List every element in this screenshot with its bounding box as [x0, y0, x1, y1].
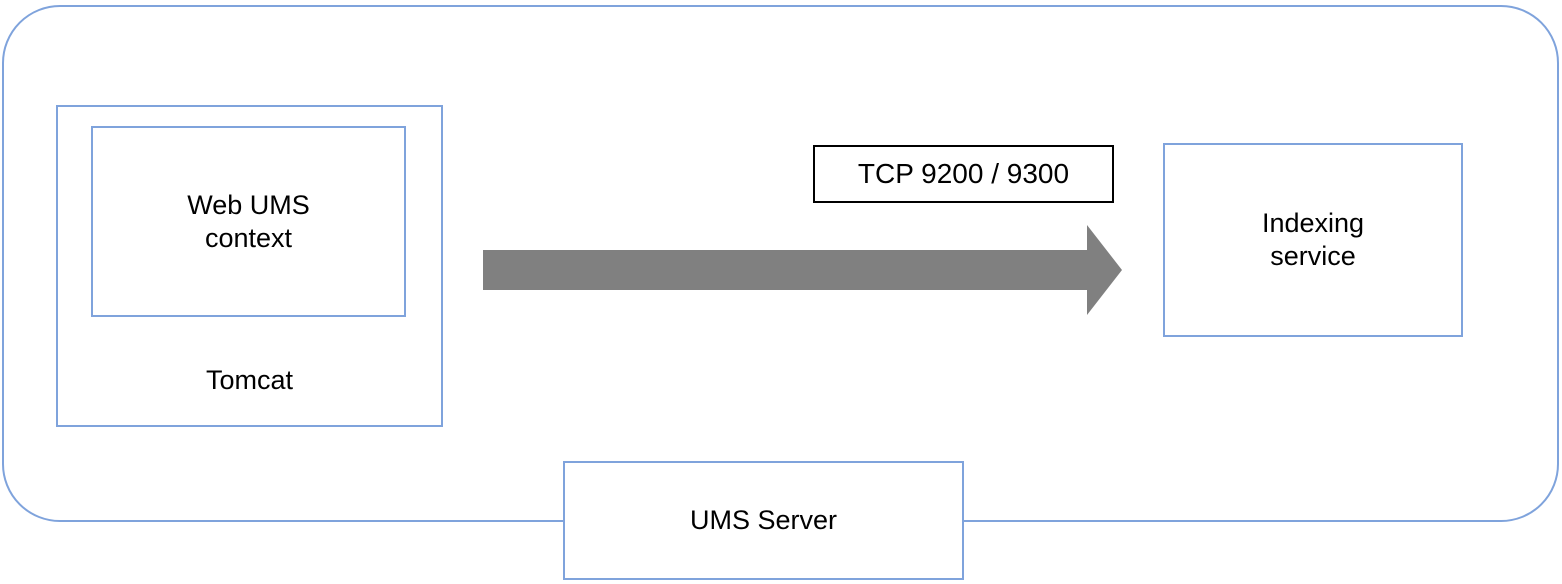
web-ums-context-label: Web UMS context	[187, 189, 310, 253]
right-block-arrow-icon	[480, 222, 1125, 318]
indexing-service-label: Indexing service	[1261, 208, 1365, 271]
connector-protocol-label: TCP 9200 / 9300	[857, 157, 1070, 189]
ums-server-label-node[interactable]: UMS Server	[563, 461, 964, 580]
tomcat-label: Tomcat	[205, 365, 294, 396]
ums-server-label: UMS Server	[689, 505, 838, 536]
indexing-service-node[interactable]: Indexing service	[1163, 143, 1463, 337]
connector-protocol-label-box[interactable]: TCP 9200 / 9300	[813, 145, 1114, 203]
arrow-polygon	[483, 225, 1122, 315]
right-block-arrow-shape	[483, 225, 1122, 315]
web-ums-context-node[interactable]: Web UMS context	[91, 126, 406, 317]
